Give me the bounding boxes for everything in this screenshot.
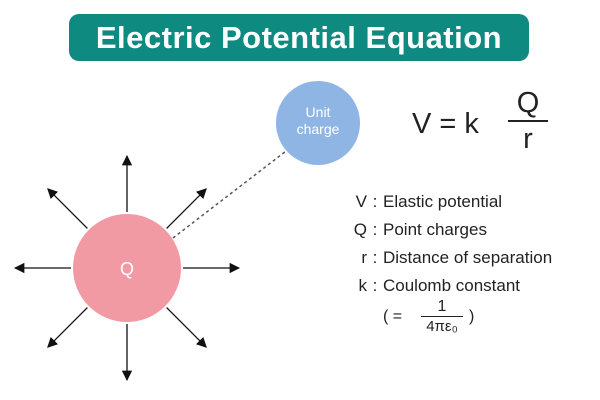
field-arrow-northeast <box>166 188 207 229</box>
constant-numerator: 1 <box>437 298 447 315</box>
legend-row: r: Distance of separation <box>340 246 552 270</box>
legend-symbol: Q <box>353 220 367 239</box>
legend-row: Q: Point charges <box>340 218 487 242</box>
equation-fraction: Q r <box>508 86 548 156</box>
legend-separator: : <box>372 276 378 295</box>
legend-symbol: k <box>358 276 368 295</box>
field-lines <box>13 154 241 382</box>
legend-text: Elastic potential <box>383 192 503 211</box>
potential-equation: V = k Q r <box>412 86 548 156</box>
constant-fraction-bar <box>421 316 463 317</box>
legend-text: Coulomb constant <box>383 276 521 295</box>
connector-line <box>172 147 291 239</box>
equation-lhs: V = k <box>412 108 479 140</box>
equation-denominator: r <box>523 123 533 155</box>
equation-numerator: Q <box>516 87 540 119</box>
field-arrow-southeast <box>166 307 207 348</box>
legend-text: Distance of separation <box>383 248 553 267</box>
field-arrow-northwest <box>47 188 88 229</box>
source-charge-label: Q <box>120 259 134 279</box>
constant-fraction: 1 4πε₀ <box>421 298 463 337</box>
source-charge-circle <box>73 214 181 322</box>
unit-charge-circle <box>276 81 360 165</box>
legend-symbol: V <box>355 192 367 211</box>
legend-separator: : <box>372 248 378 267</box>
legend-row: V: Elastic potential <box>340 190 502 214</box>
field-arrow-southwest <box>47 307 88 348</box>
legend-row: k: Coulomb constant <box>340 274 521 298</box>
unit-charge-label-line1: Unit <box>306 104 331 120</box>
legend-text: Point charges <box>383 220 487 239</box>
title-banner: Electric Potential Equation <box>69 14 529 61</box>
legend-separator: : <box>372 220 378 239</box>
page-title: Electric Potential Equation <box>95 19 503 55</box>
constant-denominator: 4πε₀ <box>426 318 458 335</box>
coulomb-constant-expression: ( = 1 4πε₀ ) <box>383 298 493 340</box>
constant-open: ( = <box>383 308 403 325</box>
legend-symbol: r <box>361 248 367 267</box>
constant-close: ) <box>469 308 475 325</box>
legend-separator: : <box>372 192 378 211</box>
unit-charge-label-line2: charge <box>297 121 340 137</box>
equation-fraction-bar <box>508 120 548 122</box>
